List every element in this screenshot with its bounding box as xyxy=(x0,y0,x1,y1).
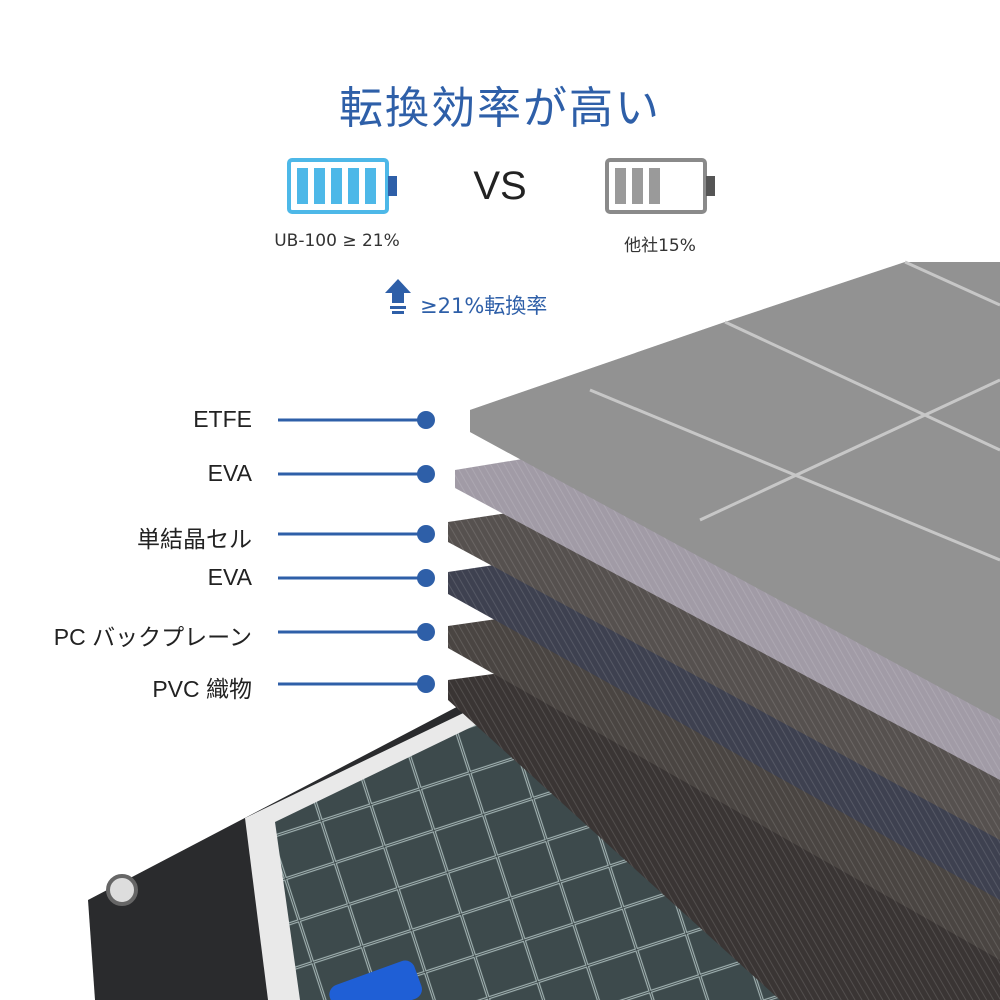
connector-dot xyxy=(417,623,435,641)
connector-dot xyxy=(417,569,435,587)
ours-efficiency-label: UB-100 ≥ 21% xyxy=(274,231,400,251)
conversion-rate-text: ≥21%転換率 xyxy=(420,294,548,318)
vs-label: VS xyxy=(473,164,527,208)
battery-bar xyxy=(615,168,626,204)
layer-label: 単結晶セル xyxy=(137,526,252,552)
battery-bar xyxy=(365,168,376,204)
battery-full-icon xyxy=(287,158,397,214)
battery-partial-icon xyxy=(605,158,715,214)
battery-bar xyxy=(649,168,660,204)
connector-dot xyxy=(417,525,435,543)
battery-bar xyxy=(331,168,342,204)
battery-bar xyxy=(314,168,325,204)
battery-bar xyxy=(297,168,308,204)
other-efficiency-label: 他社15% xyxy=(624,236,696,256)
layer-label: ETFE xyxy=(193,406,252,432)
battery-bar xyxy=(632,168,643,204)
page-title: 転換効率が高い xyxy=(339,83,661,134)
battery-bar xyxy=(348,168,359,204)
layer-etfe xyxy=(470,260,1000,720)
layer-label: PC バックプレーン xyxy=(53,624,252,650)
connector-dot xyxy=(417,465,435,483)
arrow-up-icon xyxy=(385,279,411,314)
connector-dot xyxy=(417,675,435,693)
layer-label: EVA xyxy=(207,564,252,590)
layer-label: PVC 織物 xyxy=(152,676,252,702)
connector-dot xyxy=(417,411,435,429)
layer-label: EVA xyxy=(207,460,252,486)
